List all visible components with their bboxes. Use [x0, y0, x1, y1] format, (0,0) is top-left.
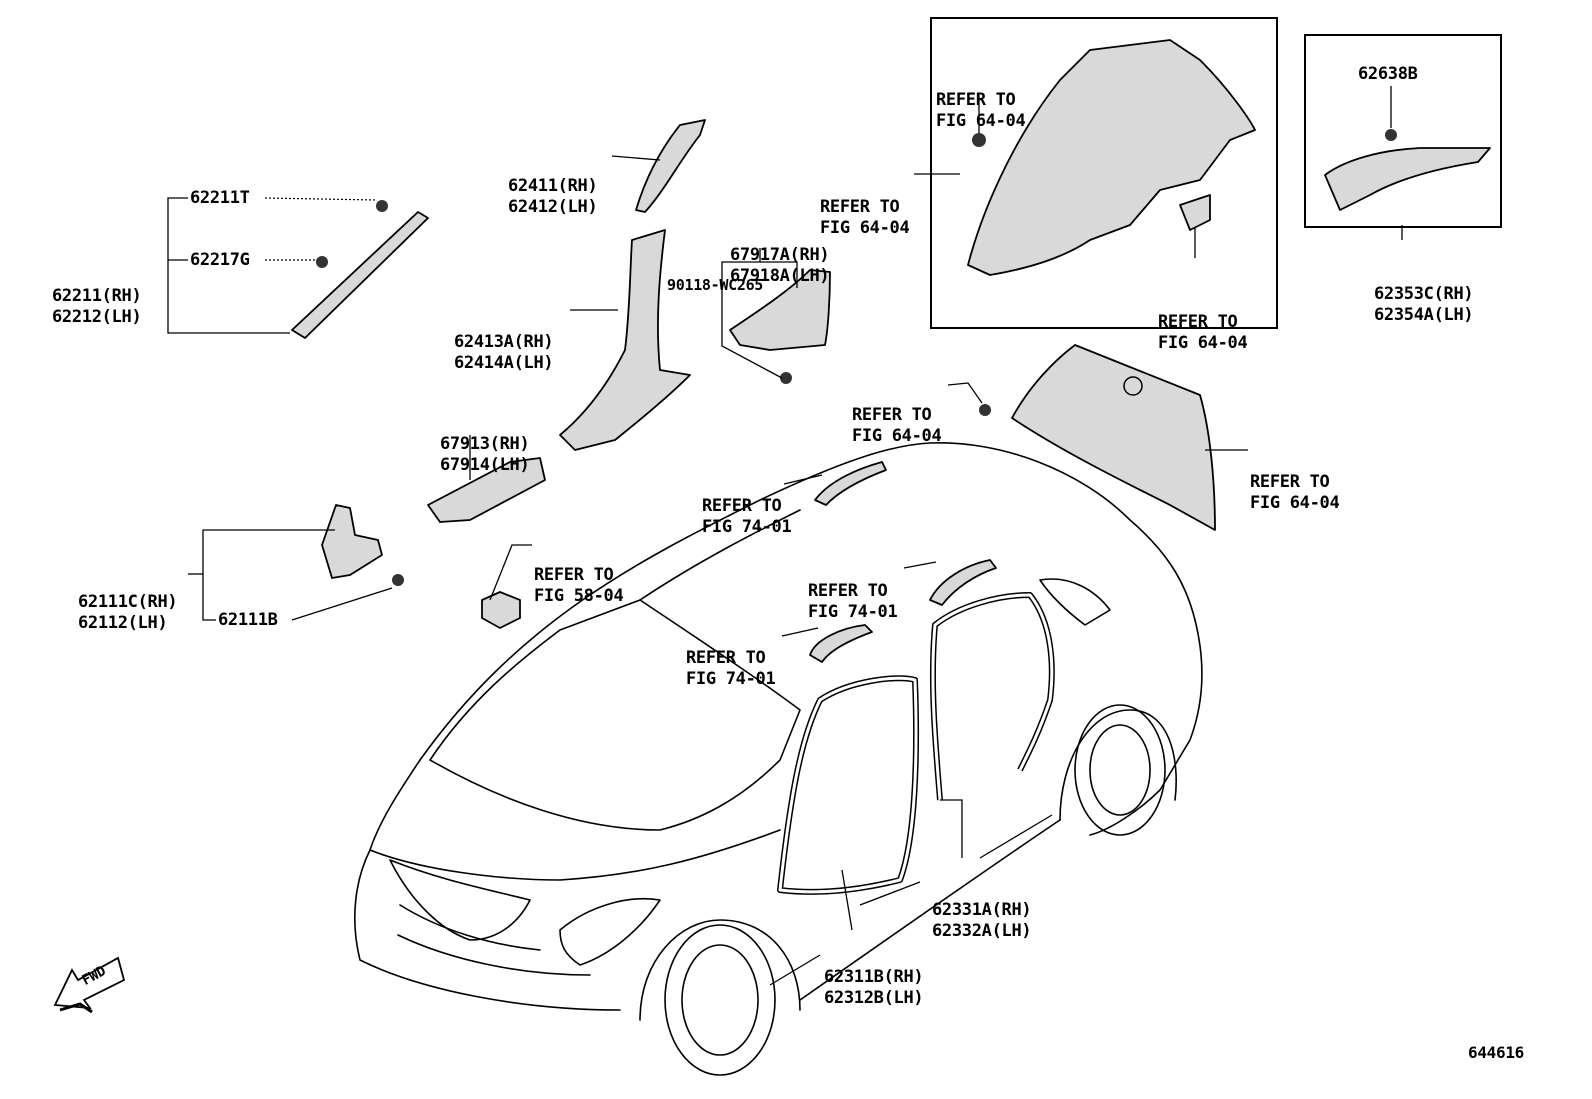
rear-door-weatherstrip: [929, 592, 1055, 812]
rear-quarter-trim-assembly: [967, 39, 1256, 276]
assist-grip-rear: [814, 461, 887, 506]
assist-grip-middle: [929, 559, 997, 606]
luggage-side-trim: [1324, 129, 1491, 211]
label-62211T: 62211T: [190, 188, 250, 208]
label-62217G: 62217G: [190, 250, 250, 270]
car-body: [354, 442, 1203, 1076]
quarter-trim-inset-box: [930, 17, 1278, 329]
label-62111B: 62111B: [218, 610, 278, 630]
label-62413A: 62413A(RH)62414A(LH): [454, 332, 554, 373]
label-90118: 90118-WC265: [667, 276, 764, 294]
back-door-trim: [979, 344, 1216, 531]
label-67913: 67913(RH)67914(LH): [440, 434, 530, 475]
luggage-trim-inset-box: [1304, 34, 1502, 228]
assist-grip-front: [809, 624, 873, 663]
label-62353C: 62353C(RH)62354A(LH): [1374, 284, 1474, 325]
electronic-module: [481, 591, 521, 629]
center-pillar-upper-garnish: [635, 119, 706, 213]
label-62211: 62211(RH)62212(LH): [52, 286, 142, 327]
label-62638B: 62638B: [1358, 64, 1418, 84]
leader-lines: [167, 86, 1403, 986]
label-62311B: 62311B(RH)62312B(LH): [824, 967, 924, 1008]
label-67917A: 67917A(RH)67918A(LH): [730, 245, 830, 286]
label-62331A: 62331A(RH)62332A(LH): [932, 900, 1032, 941]
front-pillar-garnish: [291, 200, 429, 339]
fwd-arrow-icon: [53, 956, 126, 1014]
front-door-weatherstrip: [777, 675, 920, 895]
front-door-scuff-plate: [427, 457, 546, 523]
label-62411: 62411(RH)62412(LH): [508, 176, 598, 217]
center-pillar-lower-garnish: [559, 229, 691, 451]
rear-door-scuff-plate: [729, 269, 831, 384]
cowl-side-trim: [321, 504, 404, 586]
figure-number: 644616: [1468, 1043, 1524, 1062]
label-62111C: 62111C(RH)62112(LH): [78, 592, 178, 633]
